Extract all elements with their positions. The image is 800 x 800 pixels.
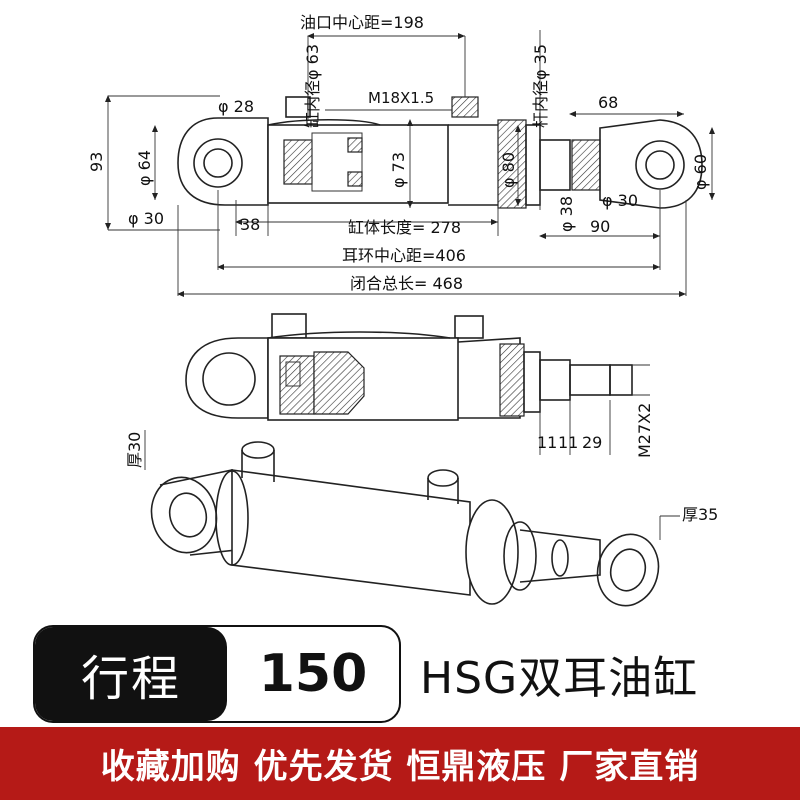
top-section-view: [105, 30, 715, 297]
thickness-30-label: 厚30: [125, 432, 144, 468]
eye-center-distance-label: 耳环中心距=406: [342, 246, 466, 265]
stroke-label: 行程: [35, 627, 227, 721]
dia-38-label: φ 38: [557, 196, 576, 232]
dia-80-label: φ 80: [499, 152, 518, 188]
dia-64-label: φ 64: [135, 150, 154, 186]
cylinder-length-label: 缸体长度= 278: [348, 218, 461, 237]
dia-30-right-label: φ 30: [602, 191, 638, 210]
dim-11b-label: 11: [558, 433, 578, 452]
promo-banner: 收藏加购 优先发货 恒鼎液压 厂家直销: [0, 727, 800, 800]
stroke-box: 行程 150: [33, 625, 401, 723]
banner-text: 收藏加购 优先发货 恒鼎液压 厂家直销: [100, 747, 700, 787]
dim-38-label: 38: [240, 215, 260, 234]
dim-90-label: 90: [590, 217, 610, 236]
rod-diameter-label: 杆内径φ 35: [531, 44, 550, 128]
product-name: HSG双耳油缸: [420, 653, 699, 704]
thread-spec-label: M18X1.5: [368, 89, 434, 107]
dim-68-label: 68: [598, 93, 618, 112]
thickness-35-label: 厚35: [682, 505, 718, 524]
port-center-distance-label: 油口中心距=198: [300, 13, 424, 32]
dia-28-label: φ 28: [218, 97, 254, 116]
dia-60-label: φ 60: [691, 154, 710, 190]
bore-diameter-label: 缸内径φ 63: [303, 44, 322, 128]
closed-total-length-label: 闭合总长= 468: [350, 274, 463, 293]
spec-row: 行程 150 HSG双耳油缸: [0, 625, 800, 727]
isometric-view: [144, 430, 680, 607]
dia-30-left-label: φ 30: [128, 209, 164, 228]
middle-section-view: [185, 313, 650, 455]
dim-11a-label: 11: [537, 433, 557, 452]
thread-m27-label: M27X2: [635, 403, 654, 458]
dia-73-label: φ 73: [389, 152, 408, 188]
dim-29-label: 29: [582, 433, 602, 452]
stroke-value: 150: [258, 644, 368, 704]
cylinder-technical-drawing: 油口中心距=198 缸内径φ 63 杆内径φ 35 M18X1.5 φ 28 9…: [87, 13, 718, 607]
dim-93-label: 93: [87, 152, 106, 172]
